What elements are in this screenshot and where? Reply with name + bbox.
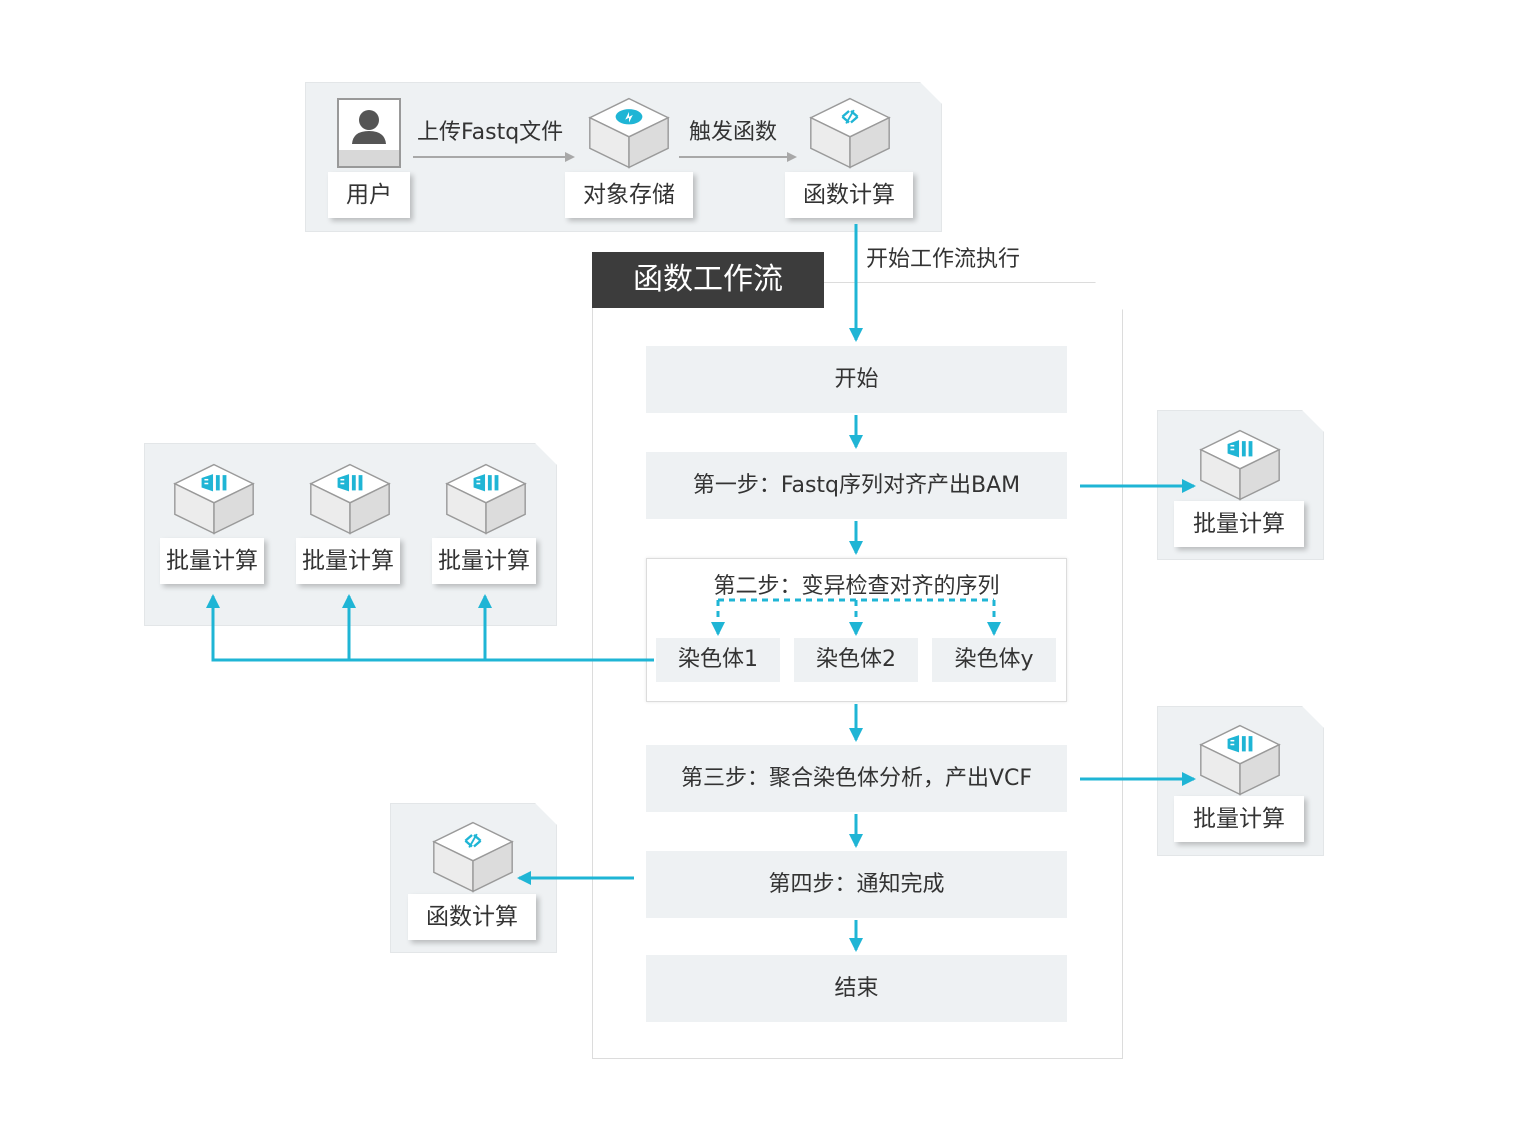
chromosome-to-batch-line <box>206 594 654 662</box>
workflow-title: 函数工作流 <box>592 252 824 308</box>
step-four: 第四步：通知完成 <box>646 851 1067 918</box>
user-icon <box>337 98 401 168</box>
batch-compute-icon <box>307 460 393 538</box>
step-one: 第一步：Fastq序列对齐产出BAM <box>646 452 1067 519</box>
start-workflow-label: 开始工作流执行 <box>866 247 1021 272</box>
step-three: 第三步：聚合染色体分析，产出VCF <box>646 745 1067 812</box>
batch-label: 批量计算 <box>432 538 536 584</box>
step-two: 第二步：变异检查对齐的序列 <box>713 574 1000 599</box>
function-compute-icon <box>430 818 516 896</box>
batch-compute-icon <box>171 460 257 538</box>
step-start: 开始 <box>646 346 1067 413</box>
batch-label: 批量计算 <box>160 538 264 584</box>
function-compute-icon <box>807 94 893 172</box>
step-end: 结束 <box>646 955 1067 1022</box>
chromosome-y: 染色体y <box>932 638 1056 682</box>
batch-compute-icon <box>1197 721 1283 799</box>
batch-step1-label: 批量计算 <box>1174 501 1304 547</box>
batch-compute-icon <box>1197 426 1283 504</box>
upload-fastq-label: 上传Fastq文件 <box>417 120 564 145</box>
batch-compute-icon <box>443 460 529 538</box>
batch-label: 批量计算 <box>296 538 400 584</box>
chromosome-2: 染色体2 <box>794 638 918 682</box>
function-compute-label: 函数计算 <box>785 172 913 218</box>
trigger-function-label: 触发函数 <box>689 120 778 145</box>
user-label: 用户 <box>328 172 410 218</box>
batch-step3-label: 批量计算 <box>1174 796 1304 842</box>
chromosome-1: 染色体1 <box>656 638 780 682</box>
object-storage-label: 对象存储 <box>565 172 693 218</box>
object-storage-icon <box>586 94 672 172</box>
notify-function-label: 函数计算 <box>408 894 536 940</box>
